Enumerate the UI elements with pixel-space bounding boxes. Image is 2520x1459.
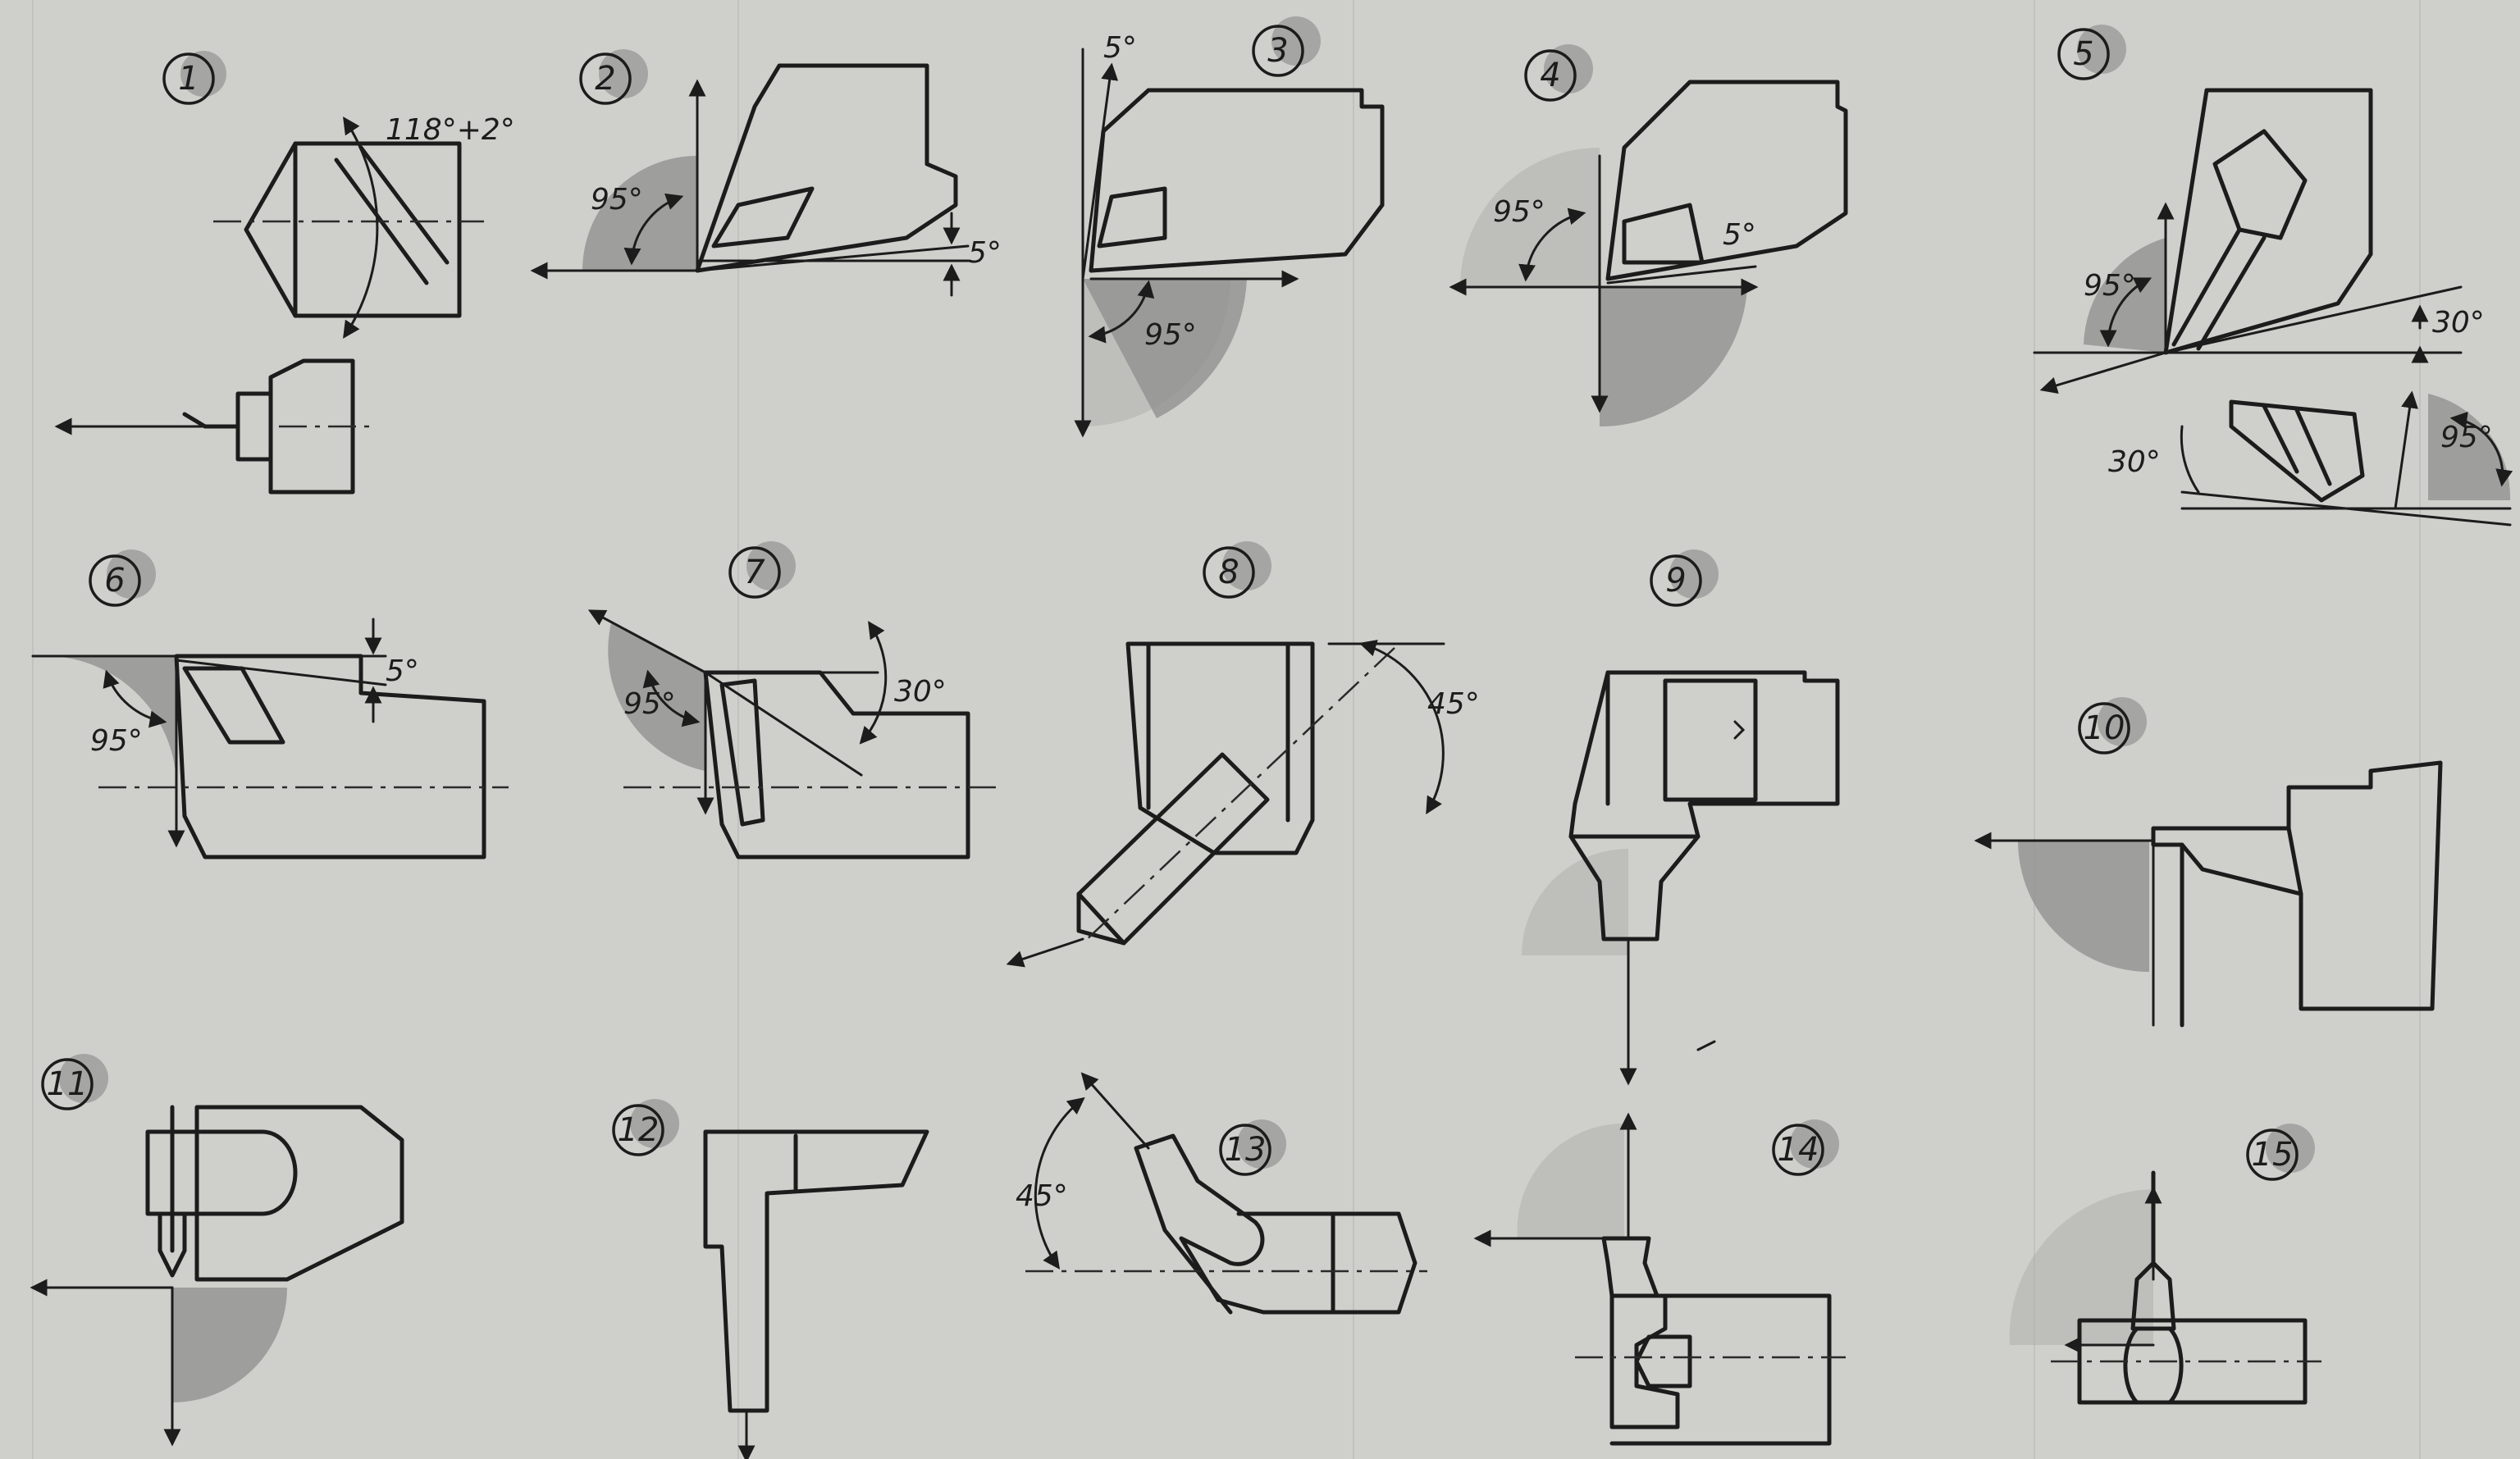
angle-label: 5° xyxy=(968,236,1002,270)
figure-15-cutter: 15 xyxy=(2009,1124,2321,1405)
angle-label: 118°+2° xyxy=(386,113,515,147)
figure-6-cutter: 6 95° 5° xyxy=(31,549,509,859)
figure-number: 9 xyxy=(1665,562,1686,600)
figure-number: 11 xyxy=(47,1065,89,1103)
angle-label: 5° xyxy=(1103,31,1137,65)
figure-number: 12 xyxy=(618,1111,660,1149)
figure-number: 4 xyxy=(1540,57,1560,94)
figure-number: 2 xyxy=(595,60,615,98)
figure-8-cutter: 8 45° xyxy=(1006,541,1480,968)
figure-10-cutter: 10 xyxy=(1974,697,2443,1028)
angle-label: 45° xyxy=(1016,1179,1068,1213)
angle-label: 95° xyxy=(90,724,143,758)
angle-label: 30° xyxy=(2108,445,2161,479)
angle-label: 95° xyxy=(2440,421,2493,454)
figure-number: 15 xyxy=(2252,1136,2294,1174)
figure-number: 10 xyxy=(2084,709,2125,747)
figure-number: 14 xyxy=(1778,1131,1819,1169)
figure-9-cutter: 9 xyxy=(1522,549,1840,1086)
figure-1-drill: 1 118°+2° xyxy=(54,51,515,495)
figure-12-cutter: 12 xyxy=(612,1099,929,1459)
figure-number: 13 xyxy=(1225,1131,1267,1169)
figure-number: 1 xyxy=(178,60,199,98)
figure-number: 8 xyxy=(1218,554,1239,591)
angle-label: 95° xyxy=(1144,318,1197,352)
figure-5-cutter: 5 95° 30° 95° 30° xyxy=(2033,25,2513,527)
figure-14-cutter: 14 xyxy=(1473,1112,1846,1446)
angle-label: 95° xyxy=(1493,195,1545,229)
figure-number: 5 xyxy=(2073,35,2093,73)
angle-label: 5° xyxy=(386,654,419,688)
figure-number: 6 xyxy=(104,562,125,600)
figure-number: 7 xyxy=(744,554,765,591)
angle-label: 30° xyxy=(2432,306,2485,340)
figure-7-cutter: 7 95° 30° xyxy=(587,541,1001,859)
figure-3-cutter: 3 5° 95° xyxy=(1074,16,1385,438)
figure-4-cutter: 4 95° 5° xyxy=(1449,44,1848,427)
angle-label: 95° xyxy=(591,183,643,217)
figure-13-cutter: 13 45° xyxy=(1016,1072,1427,1315)
angle-label: 30° xyxy=(894,675,947,709)
angle-label: 5° xyxy=(1723,218,1756,252)
figure-number: 3 xyxy=(1267,32,1288,70)
angle-label: 95° xyxy=(2084,269,2136,303)
angle-label: 95° xyxy=(623,687,676,721)
figure-11-cutter: 11 xyxy=(30,1054,404,1447)
figure-2-cutter: 2 95° 5° xyxy=(530,49,1002,297)
angle-label: 45° xyxy=(1427,687,1480,721)
